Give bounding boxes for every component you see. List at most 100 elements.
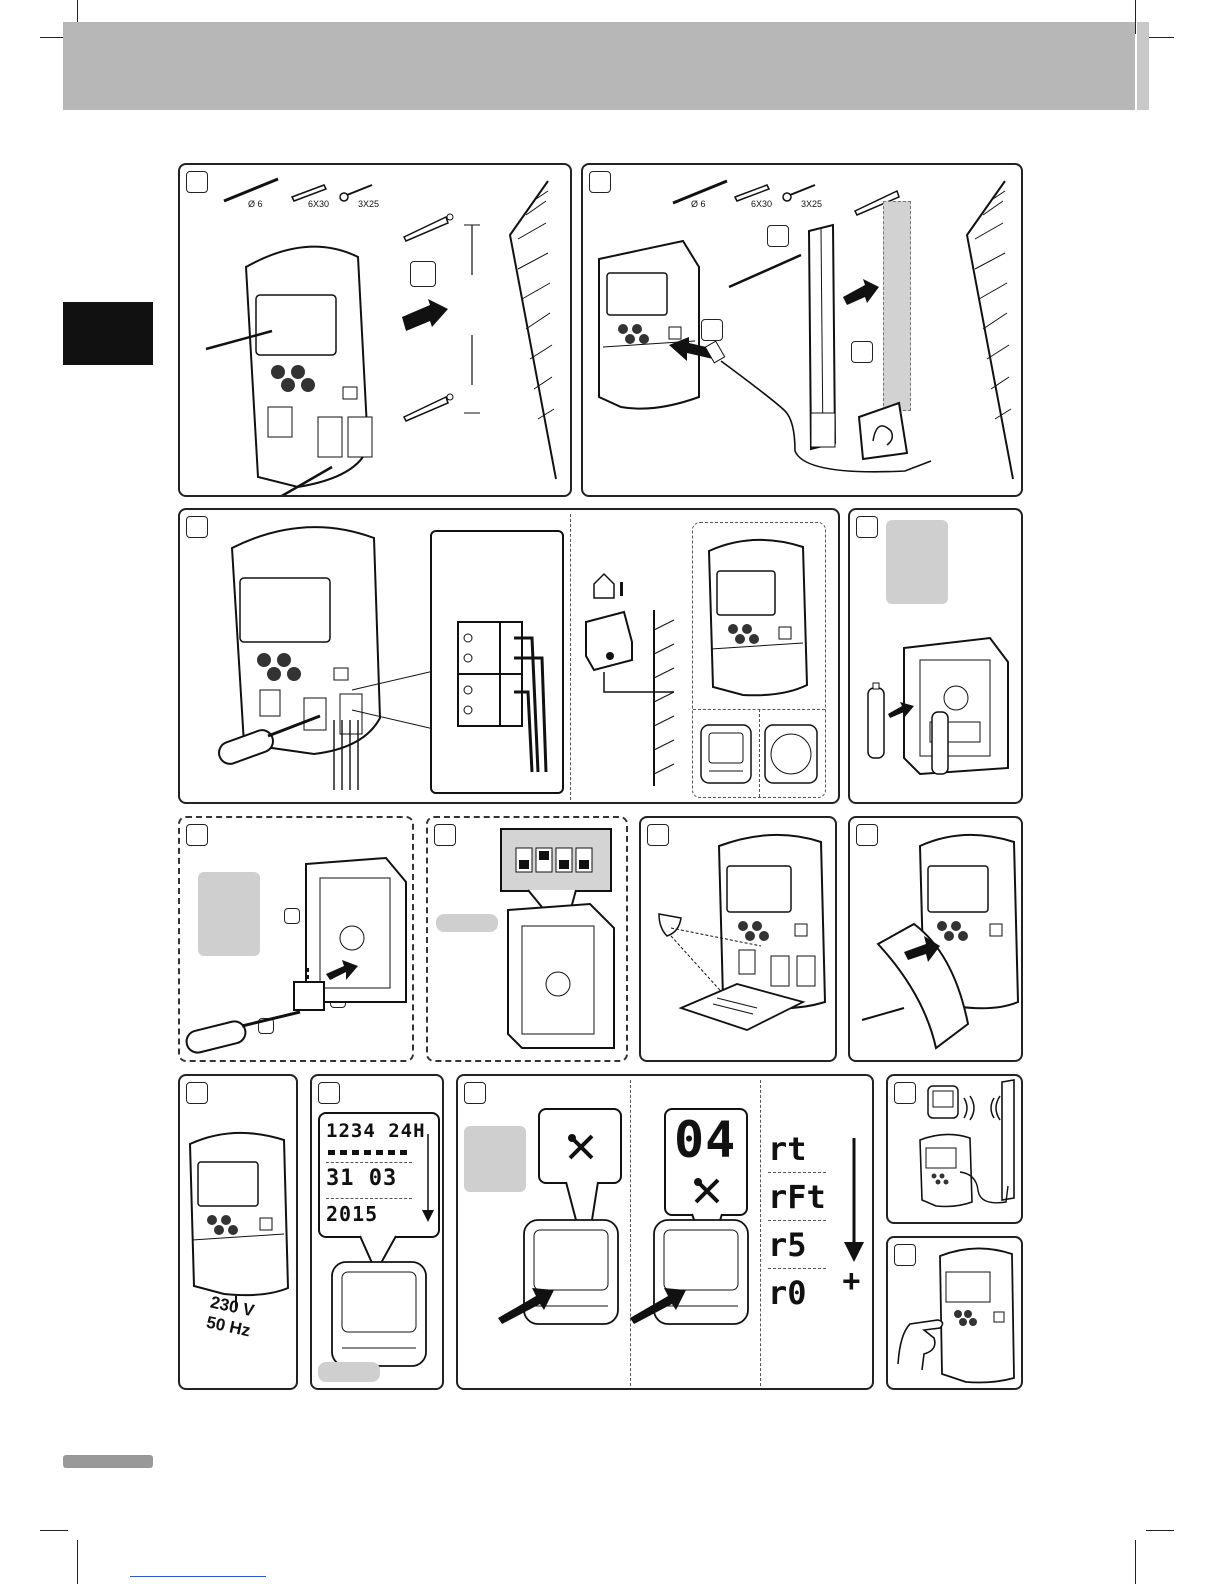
arrow-right-icon: [902, 934, 942, 964]
panel-divider: [760, 1080, 761, 1386]
sub-step-box: [284, 908, 300, 924]
sub-step-box: [767, 225, 789, 247]
step-panel-pairing: [886, 1074, 1023, 1224]
wrench-screwdriver-icon: [566, 1132, 596, 1162]
menu-code: r0: [768, 1276, 807, 1310]
mode-callout: 04: [664, 1108, 748, 1216]
sensor-bracket: [803, 223, 843, 463]
crop-mark: [1135, 1540, 1136, 1584]
device-separator: [759, 709, 760, 797]
digital-thermostat-illustration: [328, 1258, 432, 1378]
lcd-separator: [326, 1198, 412, 1199]
house-thermometer-icon: [590, 572, 630, 602]
header-band-edge: [1137, 22, 1149, 110]
drill-size-label: Ø 6: [248, 199, 263, 209]
terminal-detail-callout: [430, 530, 564, 794]
arrow-right-icon: [324, 958, 360, 982]
terminal-block-illustration: [442, 552, 552, 782]
step-panel-bracket-mount: Ø 6 6X30 3X25: [581, 163, 1023, 497]
lcd-time-format: 1234 24H: [326, 1120, 426, 1142]
note-placeholder: [886, 520, 948, 604]
battery-icon: [928, 706, 958, 786]
step-panel-thermostat-wiring: [178, 816, 414, 1062]
step-panel-manual: [639, 816, 837, 1062]
wall-plug-icon: [402, 213, 452, 243]
digital-thermostat-icon: [699, 721, 755, 791]
plus-symbol: +: [842, 1264, 861, 1298]
wall-section: [650, 610, 680, 790]
wall-section: [955, 179, 1015, 479]
mode-number: 04: [674, 1112, 736, 1168]
crop-mark: [1135, 0, 1136, 34]
step-number-box: [318, 1082, 340, 1104]
step-number-box: [186, 171, 208, 193]
step-number-box: [589, 171, 611, 193]
arrow-right-icon: [886, 700, 916, 720]
step-number-box: [434, 824, 456, 846]
mounting-area-marker: [883, 201, 911, 411]
arrow-right-icon: [841, 277, 881, 307]
controller-unit-illustration: [703, 531, 813, 701]
step-panel-dip-switch: [426, 816, 628, 1062]
wall-section: [498, 179, 558, 479]
menu-code: r5: [768, 1228, 807, 1262]
press-arrow-icon: [628, 1284, 688, 1324]
lcd-date: 31 03: [326, 1166, 397, 1191]
step-number-box: [186, 1082, 208, 1104]
wall-plug-icon: [402, 393, 452, 423]
lcd-separator: [326, 1162, 412, 1163]
screw-icon: [202, 325, 282, 355]
note-placeholder: [318, 1362, 380, 1382]
manual-book-icon: [677, 978, 807, 1038]
note-placeholder: [436, 914, 498, 932]
panel-divider: [630, 1080, 631, 1386]
screw-icon: [276, 461, 336, 497]
sub-step-box: [410, 261, 436, 287]
step-panel-install-mode: 04 rt rFt r5 r0 +: [456, 1074, 874, 1390]
crop-mark: [77, 1540, 78, 1584]
controller-unit-illustration: [238, 237, 398, 497]
lcd-day-indicators: [328, 1148, 418, 1158]
menu-code: rFt: [768, 1180, 826, 1214]
step-panel-wall-mount: Ø 6 6X30 3X25: [178, 163, 572, 497]
dip-switch-icon: [516, 848, 596, 878]
controller-unit-illustration: [595, 237, 705, 417]
step-panel-power: 230 V 50 Hz: [178, 1074, 298, 1390]
step-number-box: [464, 1082, 486, 1104]
step-number-box: [856, 516, 878, 538]
step-panel-confirm: [886, 1236, 1023, 1390]
crop-mark: [40, 1530, 68, 1531]
screw-icon: [725, 251, 805, 291]
step-number-box: [894, 1244, 916, 1266]
drill-size-label: Ø 6: [691, 199, 706, 209]
step-panel-battery: [848, 508, 1023, 804]
screwdriver-icon: [216, 706, 326, 766]
page-number-pill: [63, 1455, 153, 1468]
thermostat-icon: [924, 1082, 964, 1122]
controller-unit-illustration: [184, 1124, 294, 1304]
step-panel-cover: [848, 816, 1023, 1062]
crop-mark: [1146, 37, 1174, 38]
hand-pressing-icon: [894, 1294, 954, 1374]
language-tab: [63, 302, 153, 365]
dip-switch-callout: [500, 828, 612, 892]
screw-size-label: 3X25: [801, 199, 822, 209]
menu-code: rt: [768, 1132, 807, 1166]
plug-size-label: 6X30: [751, 199, 772, 209]
screw-size-label: 3X25: [358, 199, 379, 209]
plug-size-label: 6X30: [308, 199, 329, 209]
menu-code-separator: [768, 1172, 826, 1173]
step-number-box: [186, 516, 208, 538]
arrow-down-icon: [842, 1138, 866, 1268]
panel-divider: [570, 514, 571, 800]
press-arrow-icon: [496, 1284, 556, 1324]
wrench-screwdriver-icon: [692, 1176, 722, 1206]
tool-callout: [538, 1108, 622, 1184]
step-panel-wiring: [178, 508, 840, 804]
step-number-box: [894, 1082, 916, 1104]
arrow-down-icon: [420, 1134, 436, 1224]
battery-icon: [864, 682, 894, 762]
menu-code-separator: [768, 1268, 826, 1269]
dimension-line: [462, 219, 482, 419]
crop-mark: [1146, 1530, 1174, 1531]
